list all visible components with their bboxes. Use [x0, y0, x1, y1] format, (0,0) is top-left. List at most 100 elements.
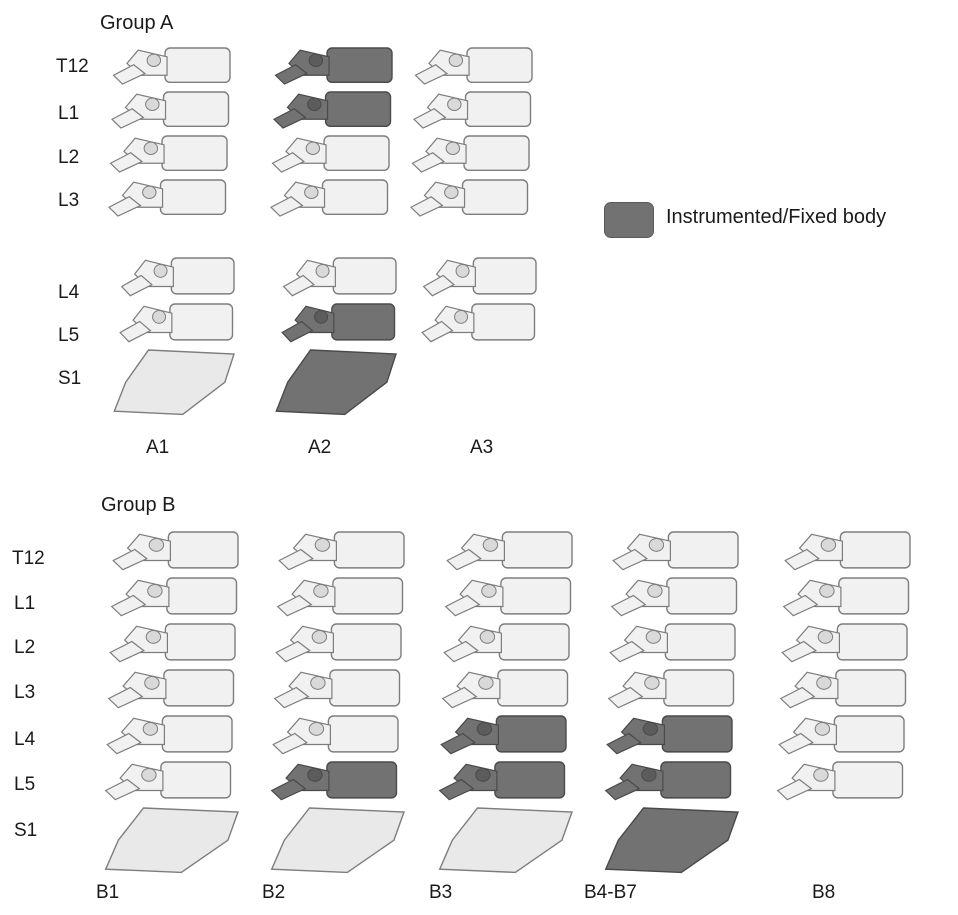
vertebra-l1-instrumented-body: [326, 92, 391, 126]
vertebra-t12-instrumented-body: [327, 48, 392, 82]
vertebra-l1-body: [501, 578, 571, 614]
vertebra-l5-instrumented-facet: [642, 768, 656, 781]
vertebra-l1-body: [667, 578, 737, 614]
vertebra-l3-body: [330, 670, 400, 706]
vertebra-t12-body: [334, 532, 404, 568]
vertebra-t12-facet: [821, 538, 835, 551]
vertebra-t12-body: [168, 532, 238, 568]
vertebra-l3-body: [164, 670, 234, 706]
vertebra-l1-facet: [448, 98, 461, 110]
vertebra-l5-body: [472, 304, 535, 340]
vertebra-l3-body: [463, 180, 528, 214]
vertebra-l4-body: [171, 258, 234, 294]
vertebra-l1-facet: [820, 584, 834, 597]
vertebra-l2-facet: [312, 630, 326, 643]
spine-model-b4-b7: [606, 532, 738, 872]
vertebra-l5-instrumented-facet: [476, 768, 490, 781]
vertebra-l1-facet: [648, 584, 662, 597]
vertebra-l1-facet: [314, 584, 328, 597]
vertebra-l5-facet: [455, 310, 468, 323]
vertebra-l1-body: [167, 578, 237, 614]
sacrum: [272, 808, 404, 872]
vertebra-l3-facet: [311, 676, 325, 689]
vertebra-l5-instrumented-body: [332, 304, 395, 340]
vertebra-l4-instrumented-facet: [477, 722, 491, 735]
vertebra-l4-instrumented-body: [662, 716, 732, 752]
vertebra-l4-body: [162, 716, 232, 752]
vertebra-l4-body: [328, 716, 398, 752]
vertebra-l5-facet: [153, 310, 166, 323]
vertebra-l2-body: [331, 624, 401, 660]
vertebra-l2-body: [665, 624, 735, 660]
vertebra-l1-body: [466, 92, 531, 126]
vertebra-l5-body: [161, 762, 231, 798]
vertebra-l3-facet: [479, 676, 493, 689]
vertebra-l5-facet: [814, 768, 828, 781]
vertebra-l2-facet: [146, 630, 160, 643]
vertebra-l1-facet: [148, 584, 162, 597]
vertebra-t12-body: [165, 48, 230, 82]
vertebra-l4-instrumented-facet: [643, 722, 657, 735]
sacrum: [440, 808, 572, 872]
vertebra-l1-instrumented-facet: [308, 98, 321, 110]
vertebra-t12-facet: [483, 538, 497, 551]
vertebra-l4-facet: [815, 722, 829, 735]
vertebra-l2-facet: [446, 142, 459, 154]
vertebra-l3-facet: [305, 186, 318, 198]
vertebra-l1-body: [839, 578, 909, 614]
vertebra-l4-facet: [143, 722, 157, 735]
vertebra-l4-facet: [456, 264, 469, 277]
vertebra-l3-body: [836, 670, 906, 706]
vertebra-l3-facet: [145, 676, 159, 689]
sacrum-instrumented: [606, 808, 738, 872]
vertebra-l1-facet: [482, 584, 496, 597]
spine-model-b1: [106, 532, 238, 872]
vertebra-l2-facet: [480, 630, 494, 643]
spine-model-a3-upper: [411, 48, 532, 216]
vertebra-l2-facet: [646, 630, 660, 643]
vertebra-t12-body: [502, 532, 572, 568]
vertebra-l3-body: [323, 180, 388, 214]
vertebra-l5-instrumented-body: [661, 762, 731, 798]
vertebra-l2-facet: [818, 630, 832, 643]
spine-model-a1-upper: [109, 48, 230, 216]
vertebra-l2-body: [324, 136, 389, 170]
vertebra-t12-instrumented-facet: [309, 54, 322, 66]
vertebra-t12-facet: [149, 538, 163, 551]
vertebra-l1-body: [333, 578, 403, 614]
spine-model-a2-upper: [271, 48, 392, 216]
vertebra-l4-body: [473, 258, 536, 294]
vertebra-l3-facet: [817, 676, 831, 689]
vertebra-l3-facet: [645, 676, 659, 689]
vertebra-l2-facet: [144, 142, 157, 154]
vertebra-l3-body: [498, 670, 568, 706]
vertebra-l5-instrumented-body: [327, 762, 397, 798]
vertebra-l3-facet: [143, 186, 156, 198]
spine-model-b8: [778, 532, 910, 800]
spine-model-b2: [272, 532, 404, 872]
vertebra-l4-body: [834, 716, 904, 752]
vertebra-l5-instrumented-facet: [308, 768, 322, 781]
spine-model-a2-lower: [276, 258, 396, 414]
vertebra-t12-body: [467, 48, 532, 82]
vertebra-t12-facet: [449, 54, 462, 66]
vertebra-l2-facet: [306, 142, 319, 154]
vertebra-l5-instrumented-facet: [315, 310, 328, 323]
vertebra-l5-facet: [142, 768, 156, 781]
vertebra-l1-body: [164, 92, 229, 126]
vertebra-t12-facet: [147, 54, 160, 66]
spine-model-a3-lower: [422, 258, 536, 342]
vertebra-t12-facet: [315, 538, 329, 551]
vertebra-l1-facet: [146, 98, 159, 110]
vertebra-l2-body: [165, 624, 235, 660]
vertebra-l2-body: [837, 624, 907, 660]
vertebra-l3-facet: [445, 186, 458, 198]
vertebra-l2-body: [499, 624, 569, 660]
vertebra-l5-body: [833, 762, 903, 798]
vertebra-l4-body: [333, 258, 396, 294]
spine-model-b3: [440, 532, 572, 872]
vertebra-l2-body: [162, 136, 227, 170]
vertebra-t12-facet: [649, 538, 663, 551]
vertebra-l5-body: [170, 304, 233, 340]
